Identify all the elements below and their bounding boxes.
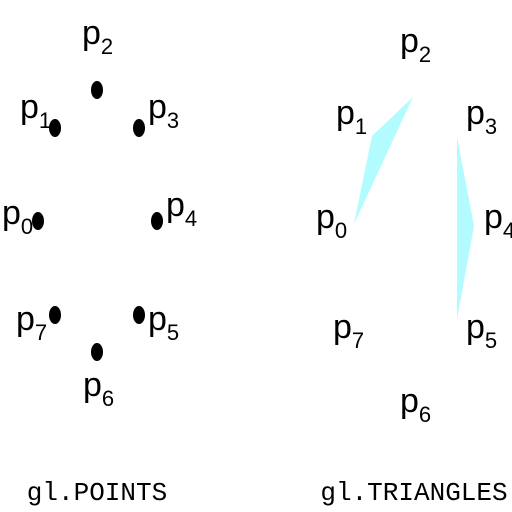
point-marker-p6 bbox=[91, 343, 103, 361]
triangles-label-p1: p1 bbox=[336, 94, 367, 139]
points-caption: gl.POINTS bbox=[27, 478, 167, 508]
points-label-p4: p4 bbox=[166, 186, 197, 231]
triangle-p0-p1-p2 bbox=[354, 97, 413, 224]
point-marker-p1 bbox=[49, 119, 61, 137]
triangles-caption: gl.TRIANGLES bbox=[320, 478, 507, 508]
point-marker-p2 bbox=[91, 81, 103, 99]
points-label-p3: p3 bbox=[148, 88, 179, 133]
triangles-label-p4: p4 bbox=[484, 198, 512, 243]
point-marker-p7 bbox=[49, 306, 61, 324]
point-marker-p5 bbox=[133, 306, 145, 324]
point-marker-p0 bbox=[32, 212, 44, 230]
points-label-p2: p2 bbox=[82, 14, 113, 59]
points-label-p1: p1 bbox=[20, 88, 51, 133]
triangles-label-p5: p5 bbox=[466, 308, 497, 353]
triangles-panel: p0 p1 p2 p3 p4 p5 p6 p7 gl.TRIANGLES bbox=[316, 22, 512, 508]
points-label-p0: p0 bbox=[2, 194, 33, 239]
triangles-label-p2: p2 bbox=[400, 22, 431, 67]
triangles-label-p3: p3 bbox=[466, 94, 497, 139]
triangle-p3-p4-p5 bbox=[457, 137, 474, 319]
points-label-p6: p6 bbox=[83, 366, 114, 411]
point-marker-p4 bbox=[151, 212, 163, 230]
point-marker-p3 bbox=[133, 119, 145, 137]
points-label-p7: p7 bbox=[16, 300, 47, 345]
triangles-label-p7: p7 bbox=[333, 308, 364, 353]
points-panel: p0 p1 p2 p3 p4 p5 p6 p7 gl.POINTS bbox=[2, 14, 197, 508]
points-label-p5: p5 bbox=[148, 300, 179, 345]
triangles-label-p6: p6 bbox=[400, 382, 431, 427]
triangles-label-p0: p0 bbox=[316, 198, 347, 243]
